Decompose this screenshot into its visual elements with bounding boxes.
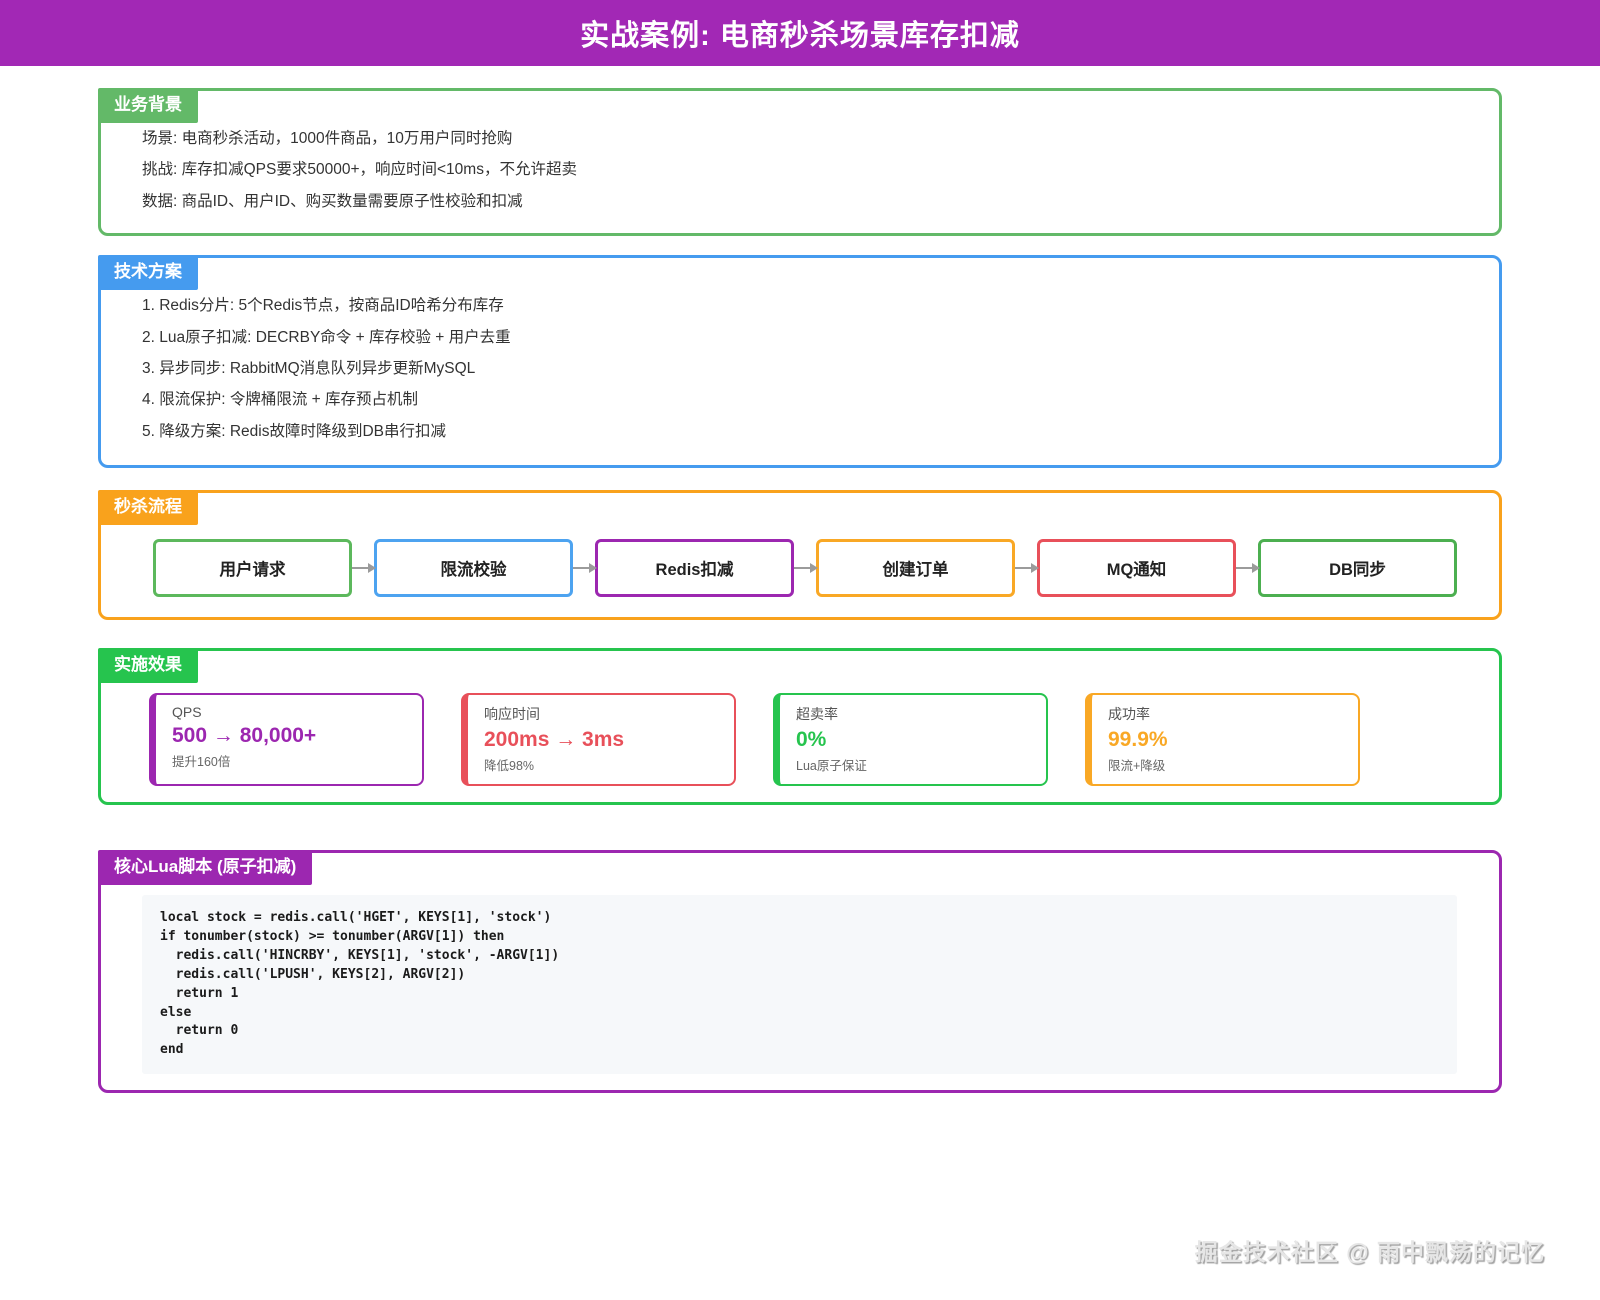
section-lua-script: 核心Lua脚本 (原子扣减) local stock = redis.call(… xyxy=(98,850,1502,1094)
flow-arrow-icon xyxy=(573,563,597,574)
section-badge-tech-solution: 技术方案 xyxy=(98,255,198,290)
section-tech-solution: 技术方案 1. Redis分片: 5个Redis节点，按商品ID哈希分布库存 2… xyxy=(98,255,1502,469)
section-badge-business-background: 业务背景 xyxy=(98,88,198,123)
metric-value: 500 → 80,000+ xyxy=(172,724,317,748)
metric-card-success-rate: 成功率 99.9% 限流+降级 xyxy=(1085,693,1360,787)
flow-step-create-order: 创建订单 xyxy=(816,539,1015,598)
section-badge-lua-script: 核心Lua脚本 (原子扣减) xyxy=(98,850,313,886)
section-flash-sale-flow: 秒杀流程 用户请求 限流校验 Redis扣减 创建订单 MQ通知 DB同步 xyxy=(98,490,1502,621)
section-results: 实施效果 QPS 500 → 80,000+ 提升160倍 响应时间 200ms… xyxy=(98,648,1502,806)
flow-step-db-sync: DB同步 xyxy=(1258,539,1457,598)
solution-line-4: 4. 限流保护: 令牌桶限流 + 库存预占机制 xyxy=(142,391,419,409)
section-badge-results: 实施效果 xyxy=(98,648,198,683)
metrics-row: QPS 500 → 80,000+ 提升160倍 响应时间 200ms → 3m… xyxy=(149,693,1479,787)
solution-line-2: 2. Lua原子扣减: DECRBY命令 + 库存校验 + 用户去重 xyxy=(142,328,511,346)
metric-card-qps: QPS 500 → 80,000+ 提升160倍 xyxy=(149,693,424,787)
metric-value: 200ms → 3ms xyxy=(484,728,625,752)
flow-diagram: 用户请求 限流校验 Redis扣减 创建订单 MQ通知 DB同步 xyxy=(153,539,1479,598)
main-content: 业务背景 场景: 电商秒杀活动，1000件商品，10万用户同时抢购 挑战: 库存… xyxy=(0,66,1600,1094)
flow-arrow-icon xyxy=(1236,563,1260,574)
metric-note: 降低98% xyxy=(484,759,535,774)
flow-arrow-icon xyxy=(1015,563,1039,574)
metric-title: QPS xyxy=(172,704,202,721)
watermark: 掘金技术社区 @ 雨中飘荡的记忆 xyxy=(1194,1239,1545,1265)
flow-step-user-request: 用户请求 xyxy=(153,539,352,598)
section-business-background: 业务背景 场景: 电商秒杀活动，1000件商品，10万用户同时抢购 挑战: 库存… xyxy=(98,88,1502,237)
flow-arrow-icon xyxy=(352,563,376,574)
flow-step-mq-notify: MQ通知 xyxy=(1037,539,1236,598)
metric-value: 0% xyxy=(796,728,827,752)
page-title: 实战案例: 电商秒杀场景库存扣减 xyxy=(580,20,1020,52)
metric-title: 响应时间 xyxy=(484,706,540,723)
solution-line-5: 5. 降级方案: Redis故障时降级到DB串行扣减 xyxy=(142,422,447,440)
metric-note: 限流+降级 xyxy=(1108,759,1166,774)
solution-line-1: 1. Redis分片: 5个Redis节点，按商品ID哈希分布库存 xyxy=(142,297,504,315)
solution-line-3: 3. 异步同步: RabbitMQ消息队列异步更新MySQL xyxy=(142,359,476,377)
metric-card-response-time: 响应时间 200ms → 3ms 降低98% xyxy=(461,693,736,787)
lua-code-block: local stock = redis.call('HGET', KEYS[1]… xyxy=(142,895,1457,1075)
background-line-challenge: 挑战: 库存扣减QPS要求50000+，响应时间<10ms，不允许超卖 xyxy=(142,161,577,179)
flow-arrow-icon xyxy=(794,563,818,574)
metric-title: 成功率 xyxy=(1108,706,1150,723)
flow-step-redis-deduct: Redis扣减 xyxy=(595,539,794,598)
flow-step-rate-limit: 限流校验 xyxy=(374,539,573,598)
background-line-data: 数据: 商品ID、用户ID、购买数量需要原子性校验和扣减 xyxy=(142,192,523,210)
metric-value: 99.9% xyxy=(1108,728,1168,752)
section-badge-flash-sale-flow: 秒杀流程 xyxy=(98,490,198,525)
metric-note: Lua原子保证 xyxy=(796,759,867,774)
metric-title: 超卖率 xyxy=(796,706,838,723)
background-line-scene: 场景: 电商秒杀活动，1000件商品，10万用户同时抢购 xyxy=(142,130,513,147)
metric-note: 提升160倍 xyxy=(172,755,231,770)
metric-card-oversell-rate: 超卖率 0% Lua原子保证 xyxy=(773,693,1048,787)
page-header: 实战案例: 电商秒杀场景库存扣减 xyxy=(0,0,1600,66)
